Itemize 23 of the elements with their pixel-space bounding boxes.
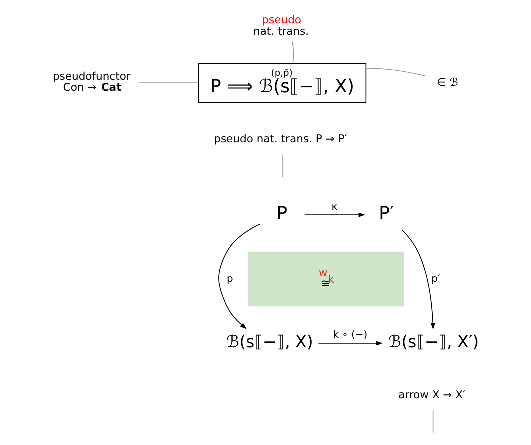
arrow xyxy=(318,341,383,346)
node-text: arrow X → X′ xyxy=(398,388,466,402)
connector xyxy=(432,410,434,434)
node-text: ℬ(s⟦−⟧, X) xyxy=(226,332,314,352)
node-text: pseudo nat. trans. P ⇒ P′ xyxy=(214,132,348,146)
arrow xyxy=(218,224,260,330)
edge-label: k ∘ (−) xyxy=(333,330,368,342)
connector xyxy=(139,82,200,84)
edge-label: p xyxy=(226,274,234,285)
edge-label: p′ xyxy=(432,274,440,285)
node-text: pseudofunctor Con → Cat xyxy=(52,70,131,94)
connector xyxy=(292,40,294,64)
connector xyxy=(366,68,426,77)
node-text: P′ xyxy=(379,204,394,225)
edge-label: κ xyxy=(332,202,338,213)
connector xyxy=(282,154,283,178)
arrow xyxy=(304,212,366,218)
node-text: ℬ(s⟦−⟧, X′) xyxy=(388,332,480,352)
node-text: ∈ ℬ xyxy=(437,76,458,89)
node-text: pseudo nat. trans. xyxy=(253,13,310,38)
arrow xyxy=(402,230,436,330)
node-text: P xyxy=(276,204,288,225)
node-box: (p,p̄) P ⟹ ℬ(s⟦−⟧, X) xyxy=(198,63,367,103)
